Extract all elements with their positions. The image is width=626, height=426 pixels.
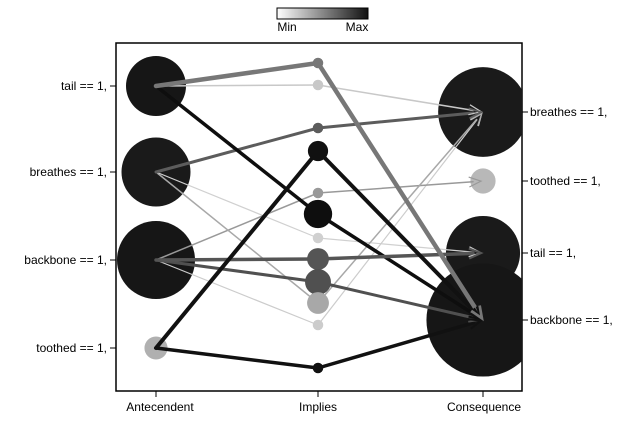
x-axis: Antecendent Implies Consequence: [126, 391, 521, 414]
rule-arrowhead-3: [468, 107, 484, 120]
shade-legend: Min Max: [276, 7, 369, 34]
rule-edge-out-8: [316, 251, 475, 261]
rule-node-7: [312, 232, 324, 244]
rule-node-3: [312, 122, 324, 134]
consequence-label-2: toothed == 1,: [530, 174, 601, 188]
antecedent-label-4: toothed == 1,: [36, 341, 107, 355]
rule-node-11: [312, 319, 324, 331]
rule-arrowhead-5: [468, 176, 483, 188]
rule-arrowhead-8: [468, 247, 484, 260]
rule-node-5: [312, 187, 324, 199]
rule-edge-out-7: [317, 237, 474, 253]
x-tick-antecedent: Antecendent: [126, 400, 194, 414]
rule-node-10: [307, 292, 329, 314]
rule-node-1: [312, 57, 324, 69]
rule-edge-in-9: [154, 258, 320, 284]
legend-max-label: Max: [346, 20, 369, 34]
consequence-label-4: backbone == 1,: [530, 313, 613, 327]
rule-arrowhead-12: [468, 318, 484, 330]
rule-arrowhead-10: [469, 112, 483, 127]
rule-edge-in-10: [155, 171, 319, 304]
rule-edge-in-1: [153, 60, 321, 89]
rule-edges: [153, 60, 480, 370]
rule-edge-out-11: [317, 119, 478, 326]
consequence-label-1: breathes == 1,: [530, 105, 607, 119]
rule-edge-in-2: [155, 84, 319, 87]
consequence-label-3: tail == 1,: [530, 246, 576, 260]
rule-edge-out-4: [316, 149, 479, 315]
rule-node-2: [312, 79, 324, 91]
rule-edge-in-12: [154, 346, 320, 370]
legend-min-label: Min: [277, 20, 296, 34]
antecedent-label-3: backbone == 1,: [24, 253, 107, 267]
rule-edge-in-4: [154, 149, 320, 350]
plot-frame: [115, 42, 523, 392]
rule-edge-out-3: [316, 111, 475, 130]
node-labels: tail == 1, breathes == 1, backbone == 1, to…: [24, 79, 612, 355]
rule-edge-out-1: [315, 60, 480, 314]
rule-arrowhead-1: [470, 305, 484, 322]
rule-nodes: [303, 57, 333, 374]
antecedent-label-1: tail == 1,: [61, 79, 107, 93]
rule-node-12: [312, 362, 324, 374]
rule-node-4: [307, 140, 329, 162]
rule-arrowheads: [468, 104, 484, 330]
rule-edge-in-7: [155, 171, 319, 239]
rule-edge-out-6: [316, 212, 477, 317]
x-tick-consequence: Consequence: [447, 400, 521, 414]
rule-edge-out-12: [316, 321, 476, 370]
rule-edge-out-9: [316, 280, 475, 320]
consequence-node-2: [470, 168, 496, 194]
antecedent-label-2: breathes == 1,: [30, 165, 107, 179]
rule-edge-in-5: [155, 192, 319, 261]
x-tick-implies: Implies: [299, 400, 337, 414]
rule-node-6: [303, 199, 333, 229]
legend-gradient-bar: [276, 7, 369, 20]
rule-edge-out-10: [317, 118, 478, 304]
rule-edge-in-6: [154, 84, 320, 216]
rule-edge-out-2: [317, 84, 474, 112]
rule-node-9: [305, 269, 331, 295]
rule-edge-in-8: [154, 257, 320, 262]
rule-node-8: [307, 248, 329, 270]
rule-edge-in-11: [155, 259, 319, 326]
